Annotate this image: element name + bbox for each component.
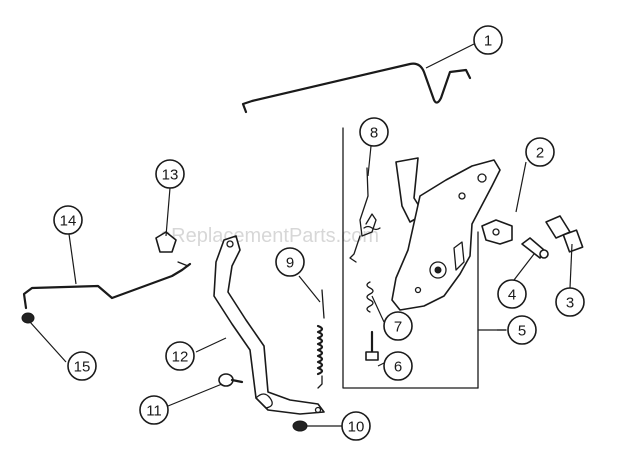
part-6-screw [365, 330, 379, 361]
callout-9: 9 [275, 247, 305, 277]
part-1-throttle-rod [241, 62, 472, 114]
part-5-control-plate [391, 157, 501, 311]
callout-11: 11 [139, 395, 169, 425]
part-7-spring [366, 281, 374, 313]
svg-text:3: 3 [566, 295, 574, 312]
part-13-clip [155, 231, 177, 253]
callout-5: 5 [507, 315, 537, 345]
svg-text:15: 15 [74, 359, 91, 376]
svg-text:8: 8 [370, 125, 378, 142]
callout-12: 12 [165, 341, 195, 371]
part-9-extension-spring [316, 289, 325, 389]
svg-text:4: 4 [508, 287, 516, 304]
callout-15: 15 [67, 351, 97, 381]
svg-text:11: 11 [146, 403, 162, 420]
watermark-text: eReplacementParts.com [160, 225, 379, 247]
svg-text:2: 2 [536, 145, 544, 162]
part-14-choke-rod [22, 261, 192, 310]
svg-text:1: 1 [484, 33, 492, 50]
part-10-nut [292, 420, 308, 432]
svg-text:5: 5 [518, 323, 526, 340]
svg-text:7: 7 [394, 319, 402, 336]
part-15-nut [21, 312, 35, 324]
callout-13: 13 [155, 159, 185, 189]
svg-text:6: 6 [394, 359, 402, 376]
svg-text:13: 13 [162, 167, 179, 184]
part-11-ball-stud [218, 373, 244, 387]
svg-text:9: 9 [286, 255, 294, 272]
part-3-shoulder-bolt [545, 215, 584, 253]
callout-7: 7 [383, 311, 413, 341]
callout-6: 6 [383, 351, 413, 381]
leader-lines [29, 43, 573, 427]
callout-10: 10 [341, 411, 371, 441]
part-8-link-rod [349, 167, 381, 263]
callout-8: 8 [359, 117, 389, 147]
part-12-control-lever [213, 235, 325, 415]
callout-3: 3 [555, 287, 585, 317]
svg-text:10: 10 [348, 419, 365, 436]
callout-14: 14 [53, 205, 83, 235]
callout-2: 2 [525, 137, 555, 167]
part-4-screw [521, 237, 549, 259]
part-2-bracket-clip [481, 219, 513, 245]
svg-text:12: 12 [172, 349, 189, 366]
callout-1: 1 [473, 25, 503, 55]
svg-text:14: 14 [60, 213, 77, 230]
callout-4: 4 [497, 279, 527, 309]
